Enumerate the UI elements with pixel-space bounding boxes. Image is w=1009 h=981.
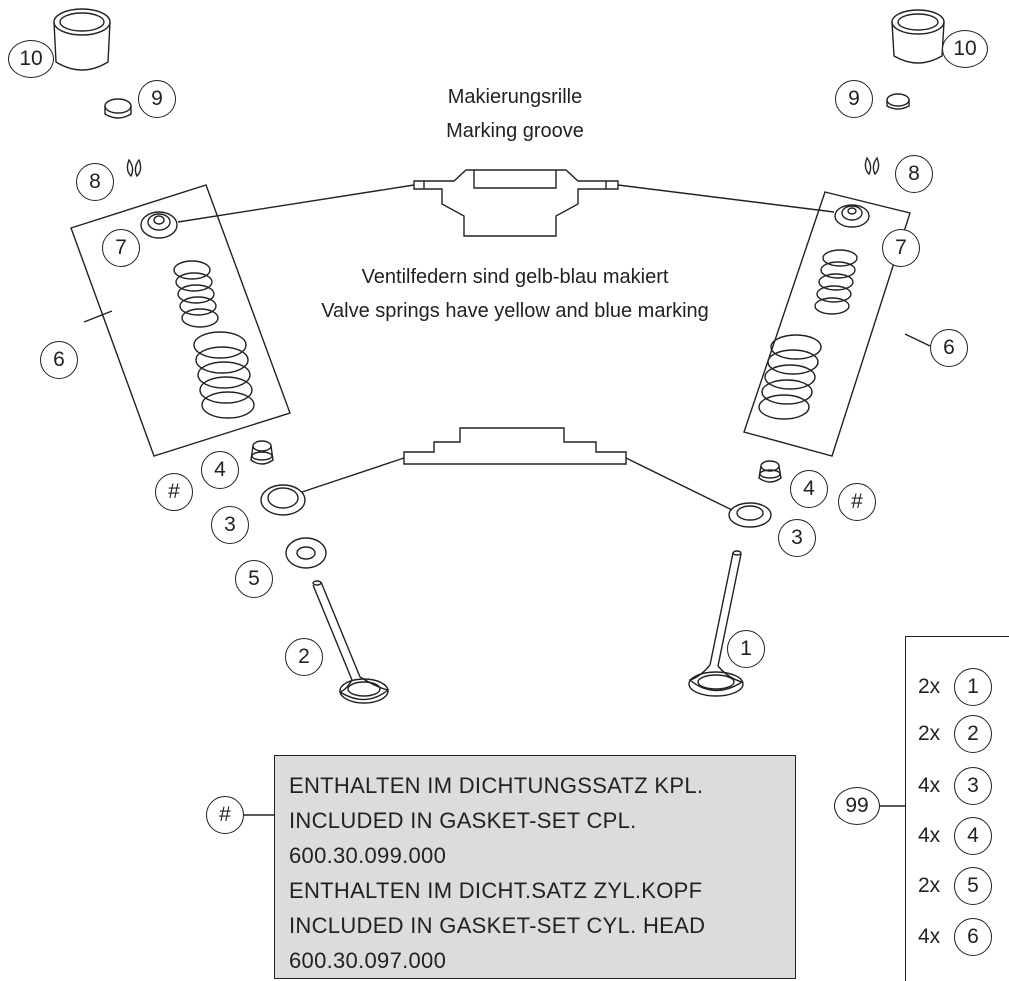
cylinder-head-section — [403, 427, 627, 465]
callout-hash-right: # — [838, 483, 876, 521]
right-spring-retainer — [834, 204, 870, 228]
intake-valve-right — [688, 550, 744, 697]
callout-7-right: 7 — [882, 229, 920, 267]
kit-row: 2x 1 — [918, 668, 992, 706]
right-shim — [886, 93, 910, 110]
right-bucket-tappet — [891, 9, 945, 64]
exhaust-valve-left — [312, 580, 390, 704]
callout-9-left: 9 — [138, 80, 176, 118]
kit-row: 4x 3 — [918, 767, 992, 805]
callout-1-right: 1 — [727, 630, 765, 668]
note-line-4: ENTHALTEN IM DICHT.SATZ ZYL.KOPF — [289, 878, 703, 903]
left-valve-keepers — [126, 158, 142, 178]
note-line-3: 600.30.099.000 — [289, 843, 447, 868]
right-spring-seat — [728, 502, 772, 528]
leader-6-left — [83, 310, 113, 323]
springs-caption-en: Valve springs have yellow and blue marki… — [321, 300, 709, 322]
left-outer-spring — [193, 331, 255, 419]
marking-groove-section — [413, 169, 619, 237]
kit-row: 4x 4 — [918, 817, 992, 855]
callout-4-left: 4 — [201, 451, 239, 489]
left-spring-box — [70, 184, 291, 457]
callout-99: 99 — [834, 787, 880, 825]
springs-caption-de: Ventilfedern sind gelb-blau makiert — [361, 266, 669, 288]
kit-qty: 4x — [918, 824, 941, 847]
right-outer-spring — [758, 334, 822, 420]
callout-8-right: 8 — [895, 155, 933, 193]
groove-caption-de: Makierungsrille — [447, 86, 583, 108]
callout-hash-left: # — [155, 473, 193, 511]
kit-contents-box: 2x 1 2x 2 4x 3 4x 4 2x 5 4x 6 — [905, 636, 1009, 981]
note-line-6: 600.30.097.000 — [289, 948, 447, 973]
left-stem-seal — [250, 440, 274, 465]
callout-3-left: 3 — [211, 506, 249, 544]
kit-part-callout: 5 — [954, 867, 992, 905]
callout-4-right: 4 — [790, 470, 828, 508]
left-washer — [285, 537, 327, 569]
callout-6-left: 6 — [40, 341, 78, 379]
note-line-1: ENTHALTEN IM DICHTUNGSSATZ KPL. — [289, 773, 704, 798]
callout-9-right: 9 — [835, 80, 873, 118]
note-line-5: INCLUDED IN GASKET-SET CYL. HEAD — [289, 913, 706, 938]
left-inner-spring — [173, 260, 219, 328]
note-line-2: INCLUDED IN GASKET-SET CPL. — [289, 808, 637, 833]
callout-10-right: 10 — [942, 30, 988, 68]
kit-row: 4x 6 — [918, 918, 992, 956]
right-inner-spring — [814, 249, 858, 315]
kit-part-callout: 2 — [954, 715, 992, 753]
gasket-set-note: ENTHALTEN IM DICHTUNGSSATZ KPL. INCLUDED… — [274, 755, 796, 979]
kit-qty: 4x — [918, 925, 941, 948]
left-bucket-tappet — [53, 8, 111, 71]
callout-2-left: 2 — [285, 638, 323, 676]
groove-caption-en: Marking groove — [446, 120, 584, 142]
springs-caption: Ventilfedern sind gelb-blau makiert Valv… — [255, 260, 775, 328]
kit-qty: 2x — [918, 675, 941, 698]
kit-row: 2x 2 — [918, 715, 992, 753]
callout-6-right: 6 — [930, 329, 968, 367]
callout-10-left: 10 — [8, 40, 54, 78]
right-stem-seal — [758, 460, 782, 483]
left-spring-retainer — [140, 211, 178, 239]
right-spring-box — [743, 191, 911, 457]
left-spring-seat — [260, 484, 306, 516]
kit-part-callout: 4 — [954, 817, 992, 855]
callout-7-left: 7 — [102, 229, 140, 267]
callout-hash-note: # — [206, 796, 244, 834]
kit-part-callout: 1 — [954, 668, 992, 706]
right-valve-keepers — [864, 156, 880, 176]
callout-8-left: 8 — [76, 163, 114, 201]
kit-qty: 2x — [918, 874, 941, 897]
kit-qty: 2x — [918, 722, 941, 745]
groove-caption: Makierungsrille Marking groove — [395, 80, 635, 148]
leader-6-right — [904, 333, 931, 347]
callout-3-right: 3 — [778, 519, 816, 557]
kit-row: 2x 5 — [918, 867, 992, 905]
kit-part-callout: 6 — [954, 918, 992, 956]
kit-part-callout: 3 — [954, 767, 992, 805]
kit-qty: 4x — [918, 774, 941, 797]
callout-5-left: 5 — [235, 560, 273, 598]
left-shim — [104, 98, 132, 119]
